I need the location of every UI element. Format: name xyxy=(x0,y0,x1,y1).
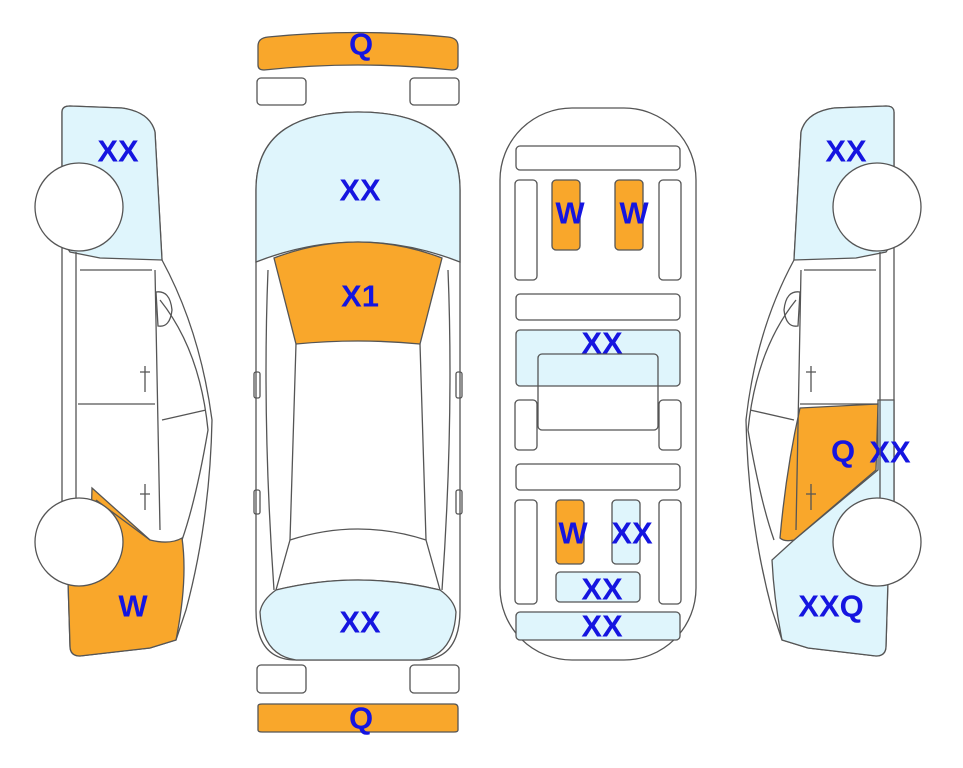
front-left-door-trim xyxy=(514,179,538,281)
right-rear-wheel xyxy=(832,497,922,587)
right-handle-rear xyxy=(806,484,816,510)
right-taillight xyxy=(409,664,460,694)
left-handle-front xyxy=(140,366,150,392)
trunk-floor-label: XX xyxy=(581,609,623,644)
mid-left-trim xyxy=(514,399,538,451)
left-door-lines xyxy=(75,252,209,541)
rear-center-label: XX xyxy=(581,572,623,607)
rear-left-door-trim xyxy=(514,499,538,605)
rear-seat-left[interactable] xyxy=(555,499,585,565)
trunk-floor-panel[interactable] xyxy=(515,611,681,641)
left-handle-rear xyxy=(140,484,150,510)
front-seat-left[interactable] xyxy=(551,179,581,251)
right-mirror xyxy=(455,371,463,399)
front-bumper-panel[interactable] xyxy=(257,31,459,71)
rear-crossbar xyxy=(515,463,681,491)
front-crossbar xyxy=(515,293,681,321)
right-rear-door-label: Q xyxy=(831,434,855,469)
center-console-label: XX xyxy=(581,326,623,361)
rear-seat-left-label: W xyxy=(558,516,588,551)
right-front-wheel xyxy=(832,162,922,252)
windshield-panel[interactable] xyxy=(273,241,443,345)
front-bumper-label: Q xyxy=(349,27,373,62)
roof-outline xyxy=(289,343,427,541)
center-armrest xyxy=(537,353,659,431)
rear-center-panel[interactable] xyxy=(555,571,641,603)
left-taillight xyxy=(256,664,307,694)
right-door-lines xyxy=(747,252,881,541)
mid-right-trim xyxy=(658,399,682,451)
left-rear-wheel xyxy=(34,497,124,587)
right-rear-door-panel[interactable] xyxy=(779,403,879,542)
interior-outline xyxy=(499,107,697,661)
front-right-door-trim xyxy=(658,179,682,281)
right-rear-door-label-2: XX xyxy=(869,435,911,470)
left-side-view: XX W xyxy=(34,105,213,657)
right-handle xyxy=(455,489,463,515)
rear-seat-right[interactable] xyxy=(611,499,641,565)
rear-seat-right-label: XX xyxy=(611,516,653,551)
hood-label: XX xyxy=(339,173,381,208)
right-front-fender-label: XX xyxy=(825,134,867,169)
side-line-right xyxy=(441,269,451,591)
front-seat-right-label: W xyxy=(619,196,649,231)
right-rear-quarter-panel[interactable] xyxy=(771,399,895,657)
right-rear-quarter-label: XXQ xyxy=(798,589,863,624)
dashboard xyxy=(515,145,681,171)
left-rear-quarter-label: W xyxy=(118,589,148,624)
trunk-top-panel[interactable] xyxy=(259,579,457,661)
front-seat-right[interactable] xyxy=(614,179,644,251)
right-headlight xyxy=(409,77,460,106)
trunk-top-label: XX xyxy=(339,605,381,640)
rear-right-door-trim xyxy=(658,499,682,605)
left-front-wheel xyxy=(34,162,124,252)
rear-bumper-label: Q xyxy=(349,701,373,736)
left-mirror-shape xyxy=(155,291,173,327)
center-console-panel[interactable] xyxy=(515,329,681,387)
left-handle xyxy=(253,489,261,515)
left-front-fender-label: XX xyxy=(97,134,139,169)
rear-bumper-panel[interactable] xyxy=(257,703,459,733)
top-view-car: Q XX X1 XX Q xyxy=(253,27,463,736)
left-mirror xyxy=(253,371,261,399)
right-side-view: XX XXQ Q XX xyxy=(745,105,922,657)
right-mirror-shape xyxy=(783,291,801,327)
side-line-left xyxy=(265,269,275,591)
windshield-label: X1 xyxy=(341,279,379,314)
interior-view: W W XX W XX XX XX xyxy=(499,107,697,661)
right-handle-front xyxy=(806,366,816,392)
front-seat-left-label: W xyxy=(555,196,585,231)
left-headlight xyxy=(256,77,307,106)
